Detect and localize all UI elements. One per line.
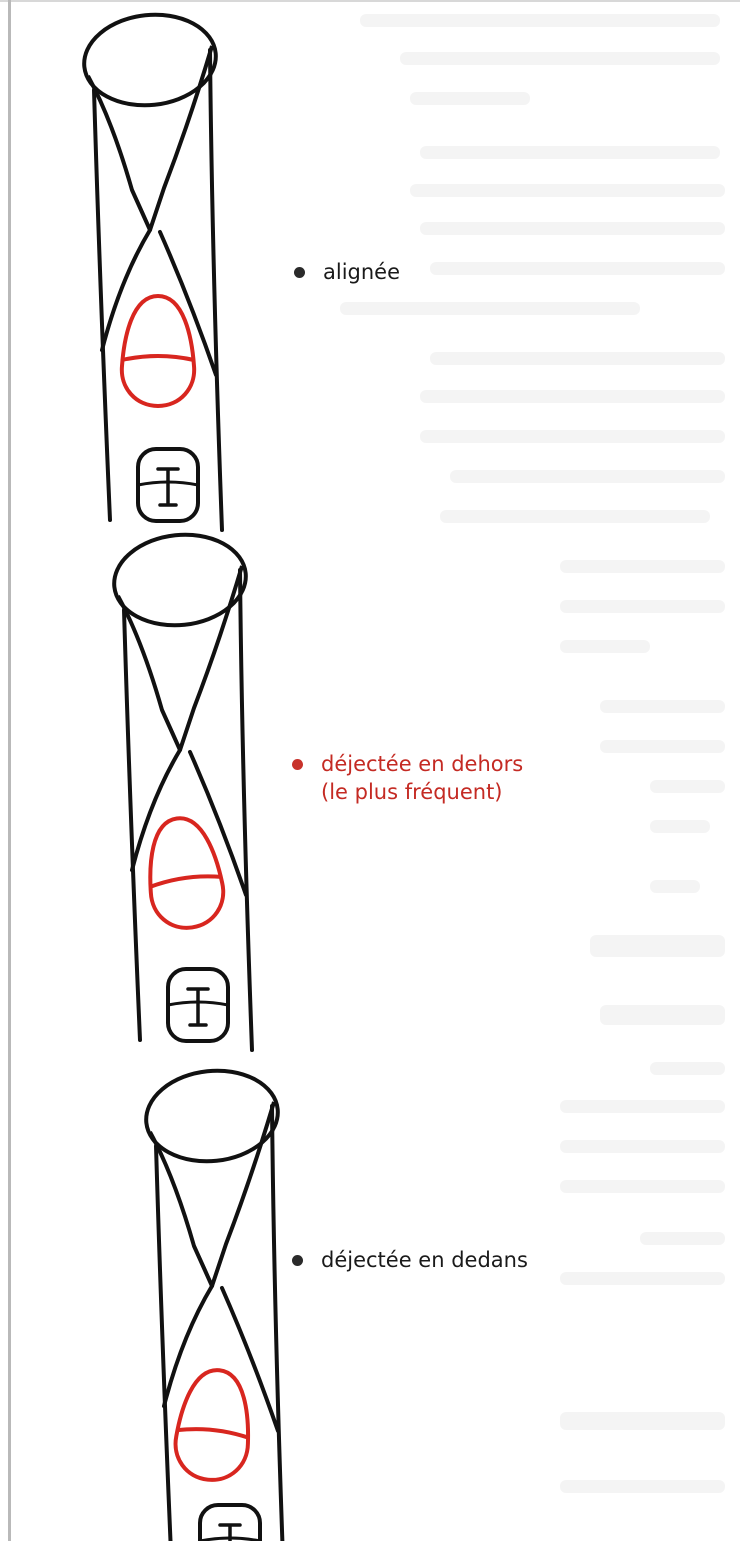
label-deflected-inward: déjectée en dedans xyxy=(292,1246,528,1274)
label-aligned: alignée xyxy=(294,258,400,286)
bullet-dot xyxy=(292,759,303,770)
label-inward-line-1: déjectée en dedans xyxy=(321,1248,528,1272)
label-aligned-line-1: alignée xyxy=(323,260,401,284)
label-outward-line-2: (le plus fréquent) xyxy=(321,780,503,804)
label-outward-line-1: déjectée en dehors xyxy=(321,752,524,776)
jaw-outline-aligned xyxy=(77,6,224,532)
label-deflected-outward: déjectée en dehors (le plus fréquent) xyxy=(292,750,523,806)
page-left-edge xyxy=(8,0,11,1541)
wisdom-tooth-crown-outward xyxy=(138,811,230,935)
bullet-dot xyxy=(292,1255,303,1266)
bullet-dot xyxy=(294,267,305,278)
jaw-outline-outward xyxy=(107,526,254,1052)
wisdom-tooth-crown-aligned xyxy=(119,294,197,408)
jaw-outline-inward xyxy=(139,1062,286,1541)
page-top-edge xyxy=(0,0,740,2)
wisdom-tooth-crown-inward xyxy=(169,1364,258,1486)
